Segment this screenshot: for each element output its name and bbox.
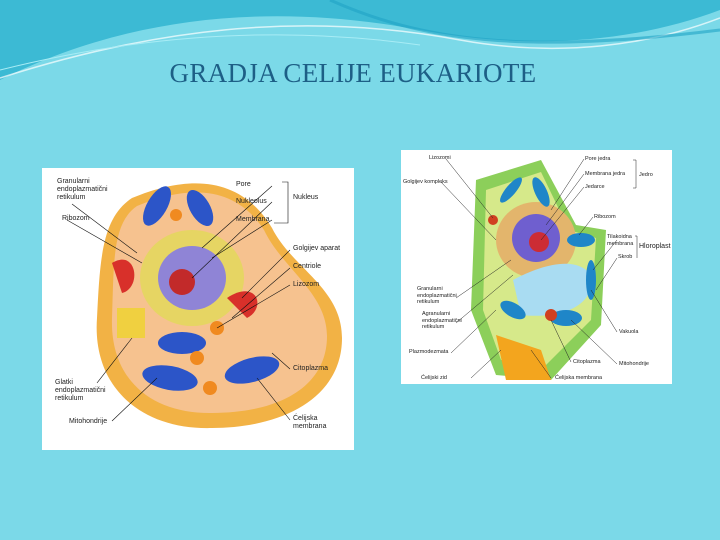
label-mitochondria: Mitohondrije [69, 418, 108, 425]
plant-cell-illustration [440, 158, 638, 380]
plant-cell-diagram: Lizozomi Golgijev kompleks Pore jedra Me… [401, 150, 672, 384]
label-nuclear-pores: Pore jedra [585, 156, 611, 162]
label-nucleolus: Jedarce [585, 184, 605, 190]
label-thylakoid-membrane: Tilakoidna membrana [607, 234, 634, 247]
header-wave-decoration [0, 0, 720, 80]
label-nucleus: Nukleus [293, 194, 319, 201]
animal-cell-diagram: Granularni endoplazmatični retikulum Rib… [42, 168, 354, 450]
label-golgi-complex: Golgijev kompleks [403, 179, 448, 185]
label-pore: Pore [236, 181, 251, 188]
label-cell-wall: Ćelijski zid [421, 375, 447, 381]
label-lysosome: Lizozom [293, 281, 320, 288]
label-lysosomes: Lizozomi [429, 155, 451, 161]
label-cytoplasm: Citoplazma [573, 359, 601, 365]
label-membrane: Membrana [236, 216, 270, 223]
slide-title-text: GRADJA CELIJE EUKARIOTE [169, 58, 537, 88]
label-smooth-er: Glatki endoplazmatični retikulum [55, 379, 106, 402]
label-plasmodesmata: Plazmodezmata [409, 349, 449, 355]
label-ribosome: Ribozom [594, 214, 616, 220]
label-centriole: Centriole [293, 263, 322, 270]
label-granular-er: Granularni endoplazmatični retikulum [417, 286, 457, 305]
label-ribosome: Ribozom [62, 215, 90, 222]
label-chloroplast: Hloroplast [639, 243, 671, 250]
label-nucleus: Jedro [639, 172, 653, 178]
label-cytoplasm: Citoplazma [293, 365, 329, 372]
animal-cell-illustration [66, 181, 342, 429]
label-mitochondria: Mitohondrije [619, 361, 649, 367]
label-starch: Skrob [618, 254, 633, 260]
label-golgi: Golgijev aparat [293, 245, 341, 252]
label-cell-membrane: Ćelijska membrana [293, 415, 327, 430]
label-granular-er: Granularni endoplazmatični retikulum [57, 178, 108, 201]
label-nuclear-membrane: Membrana jedra [585, 171, 626, 177]
label-nucleolus: Nukleolus [236, 198, 267, 205]
label-agranular-er: Agranularni endoplazmatični retikulum [422, 311, 462, 330]
label-vacuole: Vakuola [619, 329, 639, 335]
slide-title: GRADJA CELIJE EUKARIOTE [0, 58, 720, 89]
label-cell-membrane: Ćelijska membrana [555, 375, 603, 381]
